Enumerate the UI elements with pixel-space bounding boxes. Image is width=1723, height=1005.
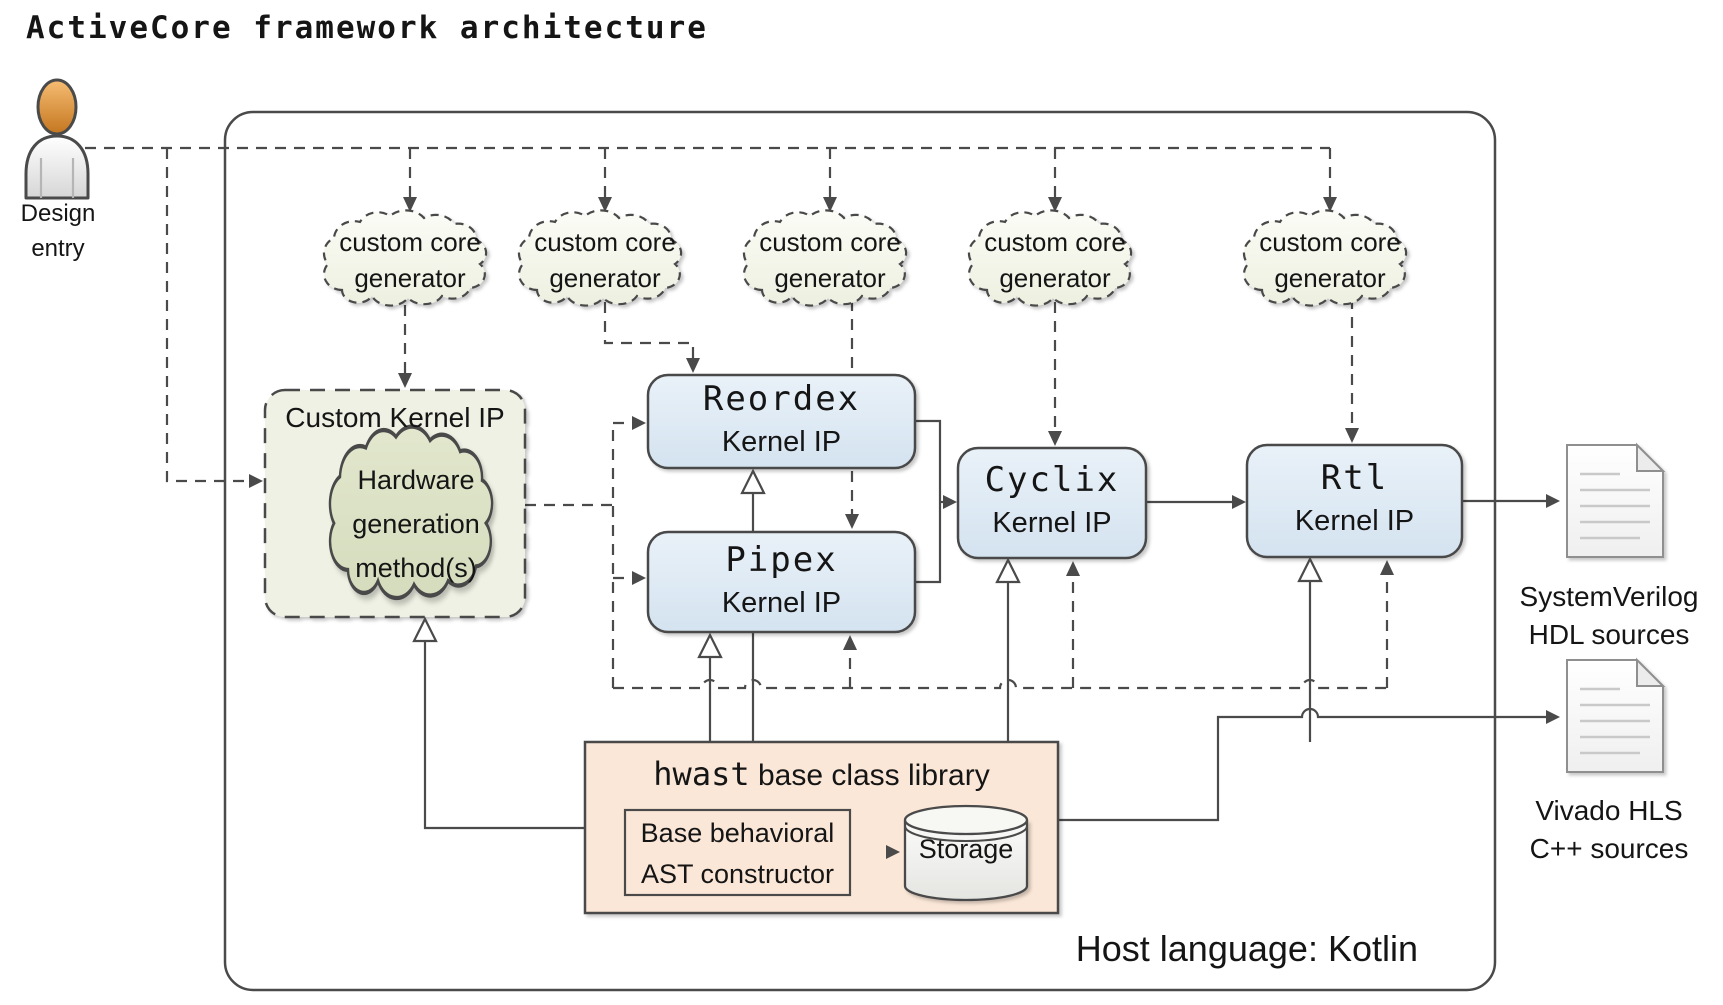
cloud5-line2: generator bbox=[1274, 263, 1386, 293]
pipex-subtitle: Kernel IP bbox=[721, 587, 842, 619]
host-language-label: Host language: Kotlin bbox=[1075, 928, 1418, 969]
hwast-title-rest: base class library bbox=[749, 759, 990, 792]
generator-cloud-1-label: custom core generator bbox=[312, 224, 508, 296]
systemverilog-label: SystemVerilog HDL sources bbox=[1495, 578, 1723, 654]
solid-connectors bbox=[423, 419, 1548, 854]
generator-cloud-5-label: custom core generator bbox=[1232, 224, 1428, 296]
cyclix-subtitle: Kernel IP bbox=[992, 507, 1112, 539]
systemverilog-line1: SystemVerilog bbox=[1519, 581, 1699, 612]
doc2-fold bbox=[1636, 657, 1666, 687]
hwast-to-vivado bbox=[1058, 707, 1548, 822]
pipex-box bbox=[646, 530, 917, 634]
rtl-box bbox=[1245, 443, 1464, 559]
reordex-label: Reordex Kernel IP bbox=[648, 377, 915, 463]
person-icon bbox=[24, 78, 90, 200]
cloud5-line1: custom core bbox=[1259, 227, 1401, 257]
design-entry-label: Design entry bbox=[4, 196, 112, 266]
vivado-label: Vivado HLS C++ sources bbox=[1495, 792, 1723, 868]
storage-cylinder-top bbox=[903, 804, 1029, 836]
hw-gen-line1: Hardware bbox=[357, 465, 475, 495]
rtl-name: Rtl bbox=[1320, 458, 1389, 498]
reordex-name: Reordex bbox=[702, 379, 861, 419]
hw-gen-line2: generation bbox=[352, 509, 480, 539]
cloud2-line2: generator bbox=[549, 263, 661, 293]
generator-cloud-2-label: custom core generator bbox=[507, 224, 703, 296]
ast-line1: Base behavioral bbox=[640, 818, 835, 848]
doc1-lines bbox=[1580, 472, 1650, 540]
storage-label: Storage bbox=[906, 834, 1026, 865]
custom-kernel-ip-title-text: Custom Kernel IP bbox=[285, 402, 505, 433]
person-body bbox=[24, 134, 90, 200]
doc2-lines bbox=[1580, 687, 1650, 755]
generator-cloud-4-label: custom core generator bbox=[957, 224, 1153, 296]
cloud4-line1: custom core bbox=[984, 227, 1126, 257]
person-head bbox=[36, 78, 78, 136]
pipex-name: Pipex bbox=[725, 540, 838, 580]
vivado-doc-icon bbox=[1566, 657, 1666, 773]
rtl-label: Rtl Kernel IP bbox=[1247, 456, 1462, 542]
custom-kernel-ip-title: Custom Kernel IP bbox=[270, 402, 520, 434]
net-bottom-bus bbox=[613, 678, 1387, 690]
doc1-fold bbox=[1636, 442, 1666, 472]
vivado-line1: Vivado HLS bbox=[1535, 795, 1683, 826]
hw-gen-line3: method(s) bbox=[355, 553, 477, 583]
ast-constructor-box bbox=[623, 808, 852, 897]
cyclix-box bbox=[956, 446, 1148, 560]
reordex-box bbox=[646, 373, 917, 470]
filled-arrowheads bbox=[249, 197, 1560, 859]
generator-cloud-3-label: custom core generator bbox=[732, 224, 928, 296]
cloud1-line1: custom core bbox=[339, 227, 481, 257]
ast-line2: AST constructor bbox=[640, 859, 835, 889]
cloud1-line2: generator bbox=[354, 263, 466, 293]
systemverilog-doc-icon bbox=[1566, 442, 1666, 558]
person-arm-lines bbox=[39, 158, 75, 198]
pipex-label: Pipex Kernel IP bbox=[648, 538, 915, 624]
cloud4-line2: generator bbox=[999, 263, 1111, 293]
kernel-boxes bbox=[646, 373, 1464, 634]
ast-constructor-label: Base behavioral AST constructor bbox=[625, 813, 850, 895]
diagram-title: ActiveCore framework architecture bbox=[26, 10, 708, 46]
design-entry-to-custom-kernel bbox=[165, 148, 248, 483]
cloud3-line2: generator bbox=[774, 263, 886, 293]
storage-cylinder-rim bbox=[904, 825, 1028, 842]
vivado-line2: C++ sources bbox=[1529, 833, 1689, 864]
storage-text: Storage bbox=[918, 834, 1014, 864]
systemverilog-line2: HDL sources bbox=[1528, 619, 1690, 650]
rtl-subtitle: Kernel IP bbox=[1294, 505, 1415, 537]
cyclix-label: Cyclix Kernel IP bbox=[958, 458, 1146, 544]
design-entry-line1: Design bbox=[20, 200, 96, 227]
hwast-to-custom-kernel-line bbox=[423, 641, 585, 830]
cloud2-line1: custom core bbox=[534, 227, 676, 257]
hwast-title-line: hwast base class library bbox=[653, 754, 989, 796]
hwast-library-title: hwast base class library bbox=[585, 754, 1058, 796]
inheritance-arrowheads bbox=[412, 468, 1323, 659]
storage-cylinder bbox=[903, 804, 1029, 902]
cyclix-name: Cyclix bbox=[984, 460, 1120, 500]
hardware-generation-label: Hardware generation method(s) bbox=[330, 458, 502, 590]
cloud3-line1: custom core bbox=[759, 227, 901, 257]
reordex-subtitle: Kernel IP bbox=[721, 426, 842, 458]
cloud2-to-reordex bbox=[603, 302, 695, 361]
design-entry-line2: entry bbox=[31, 235, 85, 262]
hwast-name: hwast bbox=[653, 755, 750, 793]
